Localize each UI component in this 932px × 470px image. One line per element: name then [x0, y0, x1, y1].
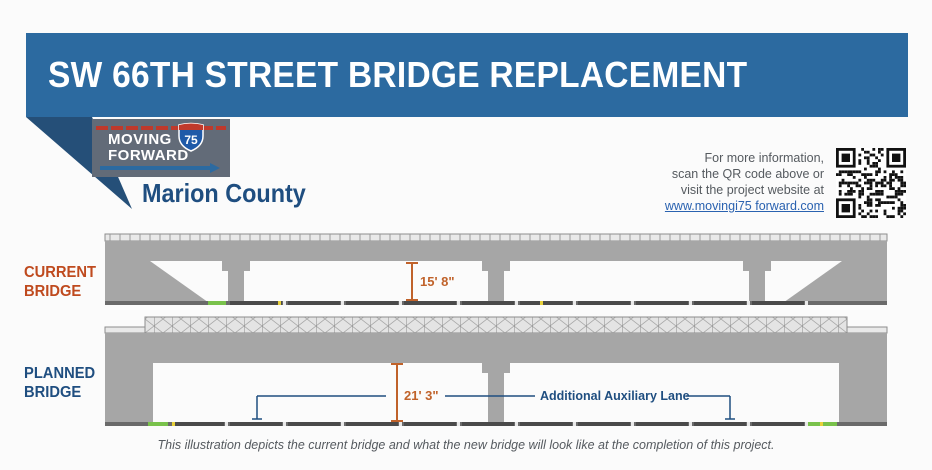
info-line-2: scan the QR code above or [671, 167, 824, 181]
logo-line-moving: MOVING [108, 131, 172, 148]
logo-line-forward: FORWARD [108, 147, 189, 164]
current-bridge-label-line2: BRIDGE [24, 283, 82, 300]
planned-pier-center [488, 373, 504, 425]
info-line-3: visit the project website at [680, 183, 824, 197]
current-pier-left [228, 271, 244, 305]
project-website-link[interactable]: www.movingi75 forward.com [664, 199, 824, 213]
planned-fence [144, 316, 848, 334]
shield-number: 75 [184, 133, 198, 147]
current-bridge-label: CURRENT BRIDGE [24, 263, 96, 301]
current-pier-right [749, 271, 765, 305]
planned-bridge-drawing: 21' 3" Additional Auxiliary Lane [104, 316, 888, 426]
planned-bridge-label: PLANNED BRIDGE [24, 364, 95, 402]
bridge-diagram: 15' 8" 21' 3" Additional Auxiliary Lane [104, 233, 888, 426]
current-bridge-drawing: 15' 8" [104, 233, 888, 305]
planned-bridge-label-line2: BRIDGE [24, 384, 82, 401]
current-abutment-right [780, 261, 887, 305]
planned-bridge-label-line1: PLANNED [24, 365, 96, 382]
title-banner [26, 33, 908, 117]
planned-abutment-right [839, 363, 887, 425]
current-bridge-label-line1: CURRENT [24, 264, 96, 281]
banner-fold [26, 117, 132, 209]
current-deck [105, 241, 887, 261]
caption: This illustration depicts the current br… [157, 438, 775, 452]
current-pier-center [488, 271, 504, 305]
info-text: For more information, scan the QR code a… [640, 150, 824, 214]
planned-abutment-left [105, 363, 153, 425]
county-name: Marion County [142, 178, 306, 208]
info-line-1: For more information, [704, 151, 824, 165]
logo-stripe [96, 126, 226, 130]
auxiliary-lane-label: Additional Auxiliary Lane [540, 389, 690, 403]
current-clearance: 15' 8" [420, 274, 455, 289]
planned-clearance: 21' 3" [404, 388, 439, 403]
current-abutment-left [105, 261, 212, 305]
qr-code[interactable] [836, 148, 906, 218]
interstate-shield-icon: 75 [178, 122, 204, 152]
arrow-right-icon [100, 163, 220, 173]
page-title: SW 66TH STREET BRIDGE REPLACEMENT [48, 54, 748, 95]
planned-deck [105, 333, 887, 363]
